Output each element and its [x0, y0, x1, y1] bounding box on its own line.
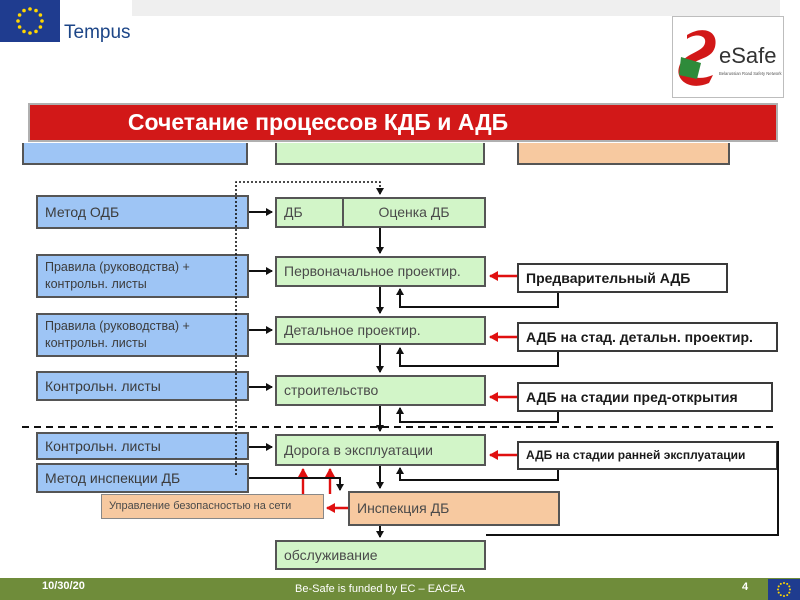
db-inspection-box: Инспекция ДБ [348, 491, 560, 526]
partial-top-right-box [517, 143, 730, 165]
eu-flag-small-icon [768, 579, 800, 600]
method-odb-box: Метод ОДБ [36, 195, 249, 229]
adb-pre-opening-label: АДБ на стадии пред-открытия [526, 388, 738, 405]
footer-date: 10/30/20 [42, 580, 85, 592]
checklists-box-2: Контрольн. листы [36, 432, 249, 460]
construction-box: строительство [275, 375, 486, 406]
adb-detailed-label: АДБ на стад. детальн. проектир. [526, 328, 753, 345]
checklists-box-1: Контрольн. листы [36, 371, 249, 401]
rules-checklists-box-1: Правила (руководства) + контрольн. листы [36, 254, 249, 298]
footer-funding: Be-Safe is funded by EC – EACEA [295, 583, 465, 595]
esafe-brand: eSafe [719, 43, 777, 68]
db-assessment-box: Оценка ДБ [342, 197, 486, 228]
method-odb-label: Метод ОДБ [45, 203, 120, 220]
partial-top-left-box [22, 143, 248, 165]
network-safety-label: Управление безопасностью на сети [109, 500, 292, 512]
rules-line-1: Правила (руководства) + [45, 260, 190, 274]
adb-preliminary-box: Предварительный АДБ [517, 263, 728, 293]
checklists-label: Контрольн. листы [45, 437, 161, 454]
title-bar [28, 103, 778, 142]
maintenance-label: обслуживание [284, 546, 378, 563]
adb-detailed-box: АДБ на стад. детальн. проектир. [517, 322, 778, 352]
arrow-method-inspection [249, 477, 344, 491]
tempus-label: Tempus [64, 22, 131, 43]
adb-early-operation-label: АДБ на стадии ранней эксплуатации [526, 448, 746, 462]
db-box: ДБ [275, 197, 344, 228]
road-in-operation-box: Дорога в эксплуатации [275, 434, 486, 466]
detailed-design-box: Детальное проектир. [275, 316, 486, 345]
construction-label: строительство [284, 382, 379, 398]
road-in-operation-label: Дорога в эксплуатации [284, 441, 433, 458]
detailed-design-label: Детальное проектир. [284, 322, 421, 338]
adb-early-operation-box: АДБ на стадии ранней эксплуатации [517, 441, 778, 470]
top-grey-bar [132, 0, 780, 16]
rules-line-2: контрольн. листы [45, 277, 147, 291]
partial-top-center-box [275, 143, 485, 165]
checklists-label: Контрольн. листы [45, 377, 161, 394]
preliminary-design-label: Первоначальное проектир. [284, 263, 461, 279]
network-safety-box: Управление безопасностью на сети [101, 494, 324, 519]
rules-line-1: Правила (руководства) + [45, 319, 190, 333]
db-inspection-label: Инспекция ДБ [357, 500, 450, 516]
db-label: ДБ [284, 204, 303, 220]
eu-flag-icon [0, 0, 60, 42]
maintenance-box: обслуживание [275, 540, 486, 570]
footer-bar [0, 578, 800, 600]
esafe-tagline: Belarussian Road Safety Network [719, 71, 783, 76]
db-assessment-label: Оценка ДБ [378, 204, 450, 220]
adb-preliminary-label: Предварительный АДБ [526, 269, 691, 286]
page-number: 4 [742, 581, 749, 593]
page-title: Сочетание процессов КДБ и АДБ [127, 109, 509, 135]
inspection-method-label: Метод инспекции ДБ [45, 469, 181, 486]
esafe-logo-icon: eSafe Belarussian Road Safety Network [672, 16, 784, 98]
adb-pre-opening-box: АДБ на стадии пред-открытия [517, 382, 773, 412]
rules-checklists-box-2: Правила (руководства) + контрольн. листы [36, 313, 249, 357]
rules-line-2: контрольн. листы [45, 336, 147, 350]
inspection-method-box: Метод инспекции ДБ [36, 463, 249, 493]
preliminary-design-box: Первоначальное проектир. [275, 256, 486, 287]
